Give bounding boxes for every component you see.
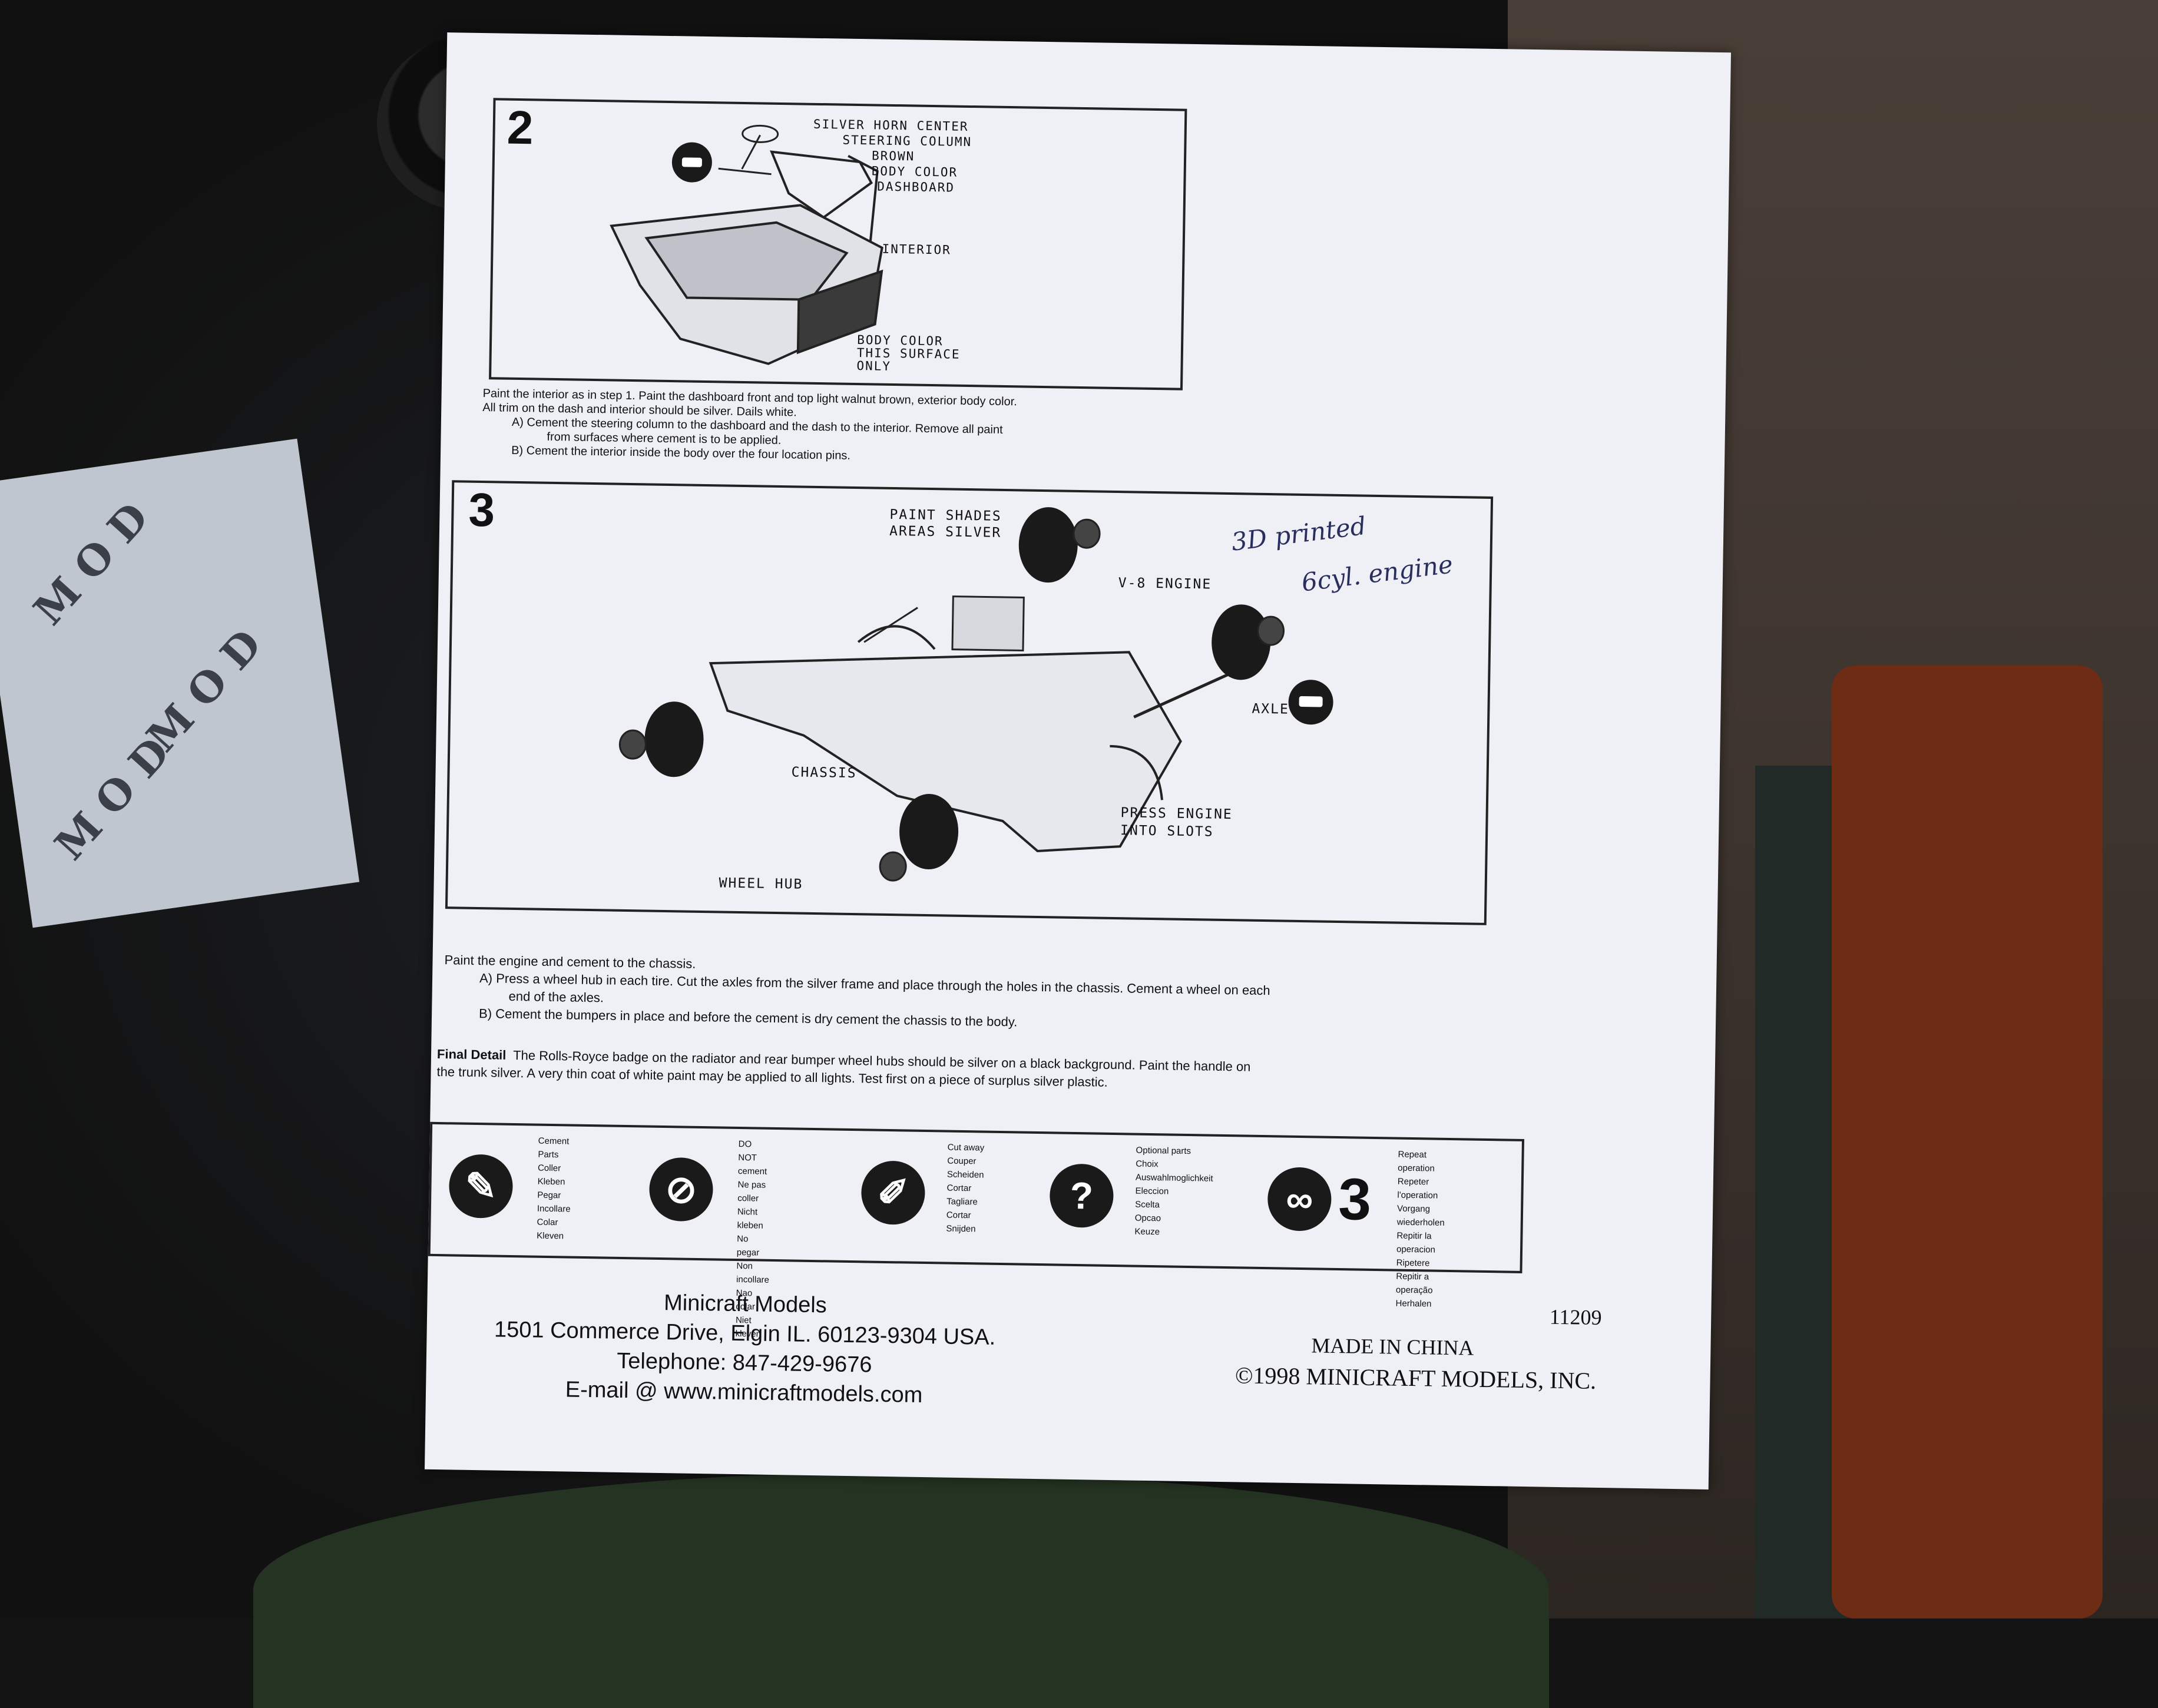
paper-print: M O D <box>137 620 272 762</box>
paper-print: M O D <box>24 493 158 634</box>
legend-words: Optional parts Choix Auswahlmoglichkeit … <box>1134 1144 1213 1240</box>
callout-steering-column: STEERING COLUMN <box>842 133 972 150</box>
legend-word: Repitir a operação <box>1395 1271 1433 1296</box>
legend-word: Scelta <box>1135 1199 1160 1210</box>
footer-made-in: MADE IN CHINA <box>1311 1333 1474 1360</box>
paper-print: M O D <box>45 728 180 869</box>
step2-panel: 2 SILVER HORN CENTER STEERING COLUMN <box>489 98 1187 390</box>
repeat-number: 3 <box>1338 1166 1372 1233</box>
footer-copyright: ©1998 MINICRAFT MODELS, INC. <box>1234 1362 1597 1394</box>
legend-word: Eleccion <box>1135 1186 1169 1197</box>
legend-word: Herhalen <box>1395 1298 1432 1309</box>
footer-email: E-mail @ www.minicraftmodels.com <box>565 1377 923 1408</box>
legend-word: Auswahlmoglichkeit <box>1135 1172 1213 1184</box>
legend-word: Snijden <box>946 1223 976 1234</box>
wheel-hub-drawing <box>618 518 1285 882</box>
step3-illustration <box>618 507 1333 882</box>
legend-word: Nicht kleben <box>737 1207 763 1231</box>
footer-address: 1501 Commerce Drive, Elgin IL. 60123-930… <box>494 1317 996 1350</box>
callout-press-engine: PRESS ENGINE <box>1120 805 1233 823</box>
callout-interior: INTERIOR <box>882 241 951 257</box>
legend-word: Keuze <box>1134 1226 1160 1237</box>
engine-drawing <box>863 595 1025 652</box>
footer-company: Minicraft Models <box>663 1290 828 1318</box>
legend-word: Coller <box>537 1163 561 1174</box>
callout-dashboard: DASHBOARD <box>877 179 955 195</box>
callout-axle: AXLE <box>1252 701 1290 717</box>
legend-word: Cement Parts <box>538 1136 570 1160</box>
symbol-legend: ✎ Cement Parts Coller Kleben Pegar Incol… <box>428 1121 1525 1339</box>
axle-drawing <box>1133 670 1236 719</box>
legend-word: Ripetere <box>1396 1257 1430 1269</box>
cement-tube-icon: ✎ <box>448 1154 514 1219</box>
callout-only: ONLY <box>856 359 892 373</box>
dashboard-drawing <box>770 150 879 242</box>
callout-chassis: CHASSIS <box>791 764 857 782</box>
callout-into-slots: INTO SLOTS <box>1120 823 1214 840</box>
callout-paint-shades: PAINT SHADES <box>889 507 1002 524</box>
legend-word: Colar <box>537 1217 558 1228</box>
legend-word: Cortar <box>946 1210 971 1221</box>
callout-brown: BROWN <box>871 148 915 164</box>
legend-word: Cut away <box>947 1142 985 1153</box>
legend-word: Repeat operation <box>1398 1149 1435 1174</box>
legend-word: Repeter l'operation <box>1397 1176 1438 1201</box>
repeat-icon: ∞ <box>1267 1167 1332 1232</box>
callout-v8-engine: V-8 ENGINE <box>1118 575 1212 592</box>
legend-words: Cut away Couper Scheiden Cortar Tagliare… <box>946 1141 984 1236</box>
legend-word: Scheiden <box>946 1169 984 1180</box>
legend-word: DO NOT cement <box>737 1139 767 1177</box>
footer-phone: Telephone: 847-429-9676 <box>616 1348 872 1378</box>
final-detail-label: Final Detail <box>436 1046 507 1062</box>
legend-word: Incollare <box>537 1203 571 1214</box>
green-fabric <box>253 1472 1549 1708</box>
chassis-drawing <box>709 625 1182 852</box>
legend-word: Opcao <box>1134 1213 1161 1224</box>
legend-word: Repitir la operacion <box>1396 1230 1436 1255</box>
legend-words: Repeat operation Repeter l'operation Vor… <box>1395 1148 1445 1311</box>
legend-word: Ne pas coller <box>737 1180 766 1204</box>
knife-icon: ✐ <box>860 1160 926 1226</box>
legend-word: Pegar <box>537 1190 561 1201</box>
wheel-drawing <box>644 507 1271 870</box>
step2-text: Paint the interior as in step 1. Paint t… <box>482 386 1213 468</box>
callout-wheel-hub: WHEEL HUB <box>719 875 803 892</box>
step3-text: Paint the engine and cement to the chass… <box>443 951 1505 1038</box>
legend-word: Optional parts <box>1136 1145 1191 1157</box>
question-icon: ? <box>1049 1163 1114 1229</box>
legend-word: Non incollare <box>736 1261 770 1285</box>
footer-part-number: 11209 <box>1549 1305 1602 1330</box>
callout-body-color: BODY COLOR <box>871 164 958 180</box>
legend-words: Cement Parts Coller Kleben Pegar Incolla… <box>537 1134 572 1243</box>
legend-word: Choix <box>1136 1158 1159 1170</box>
steering-wheel-drawing <box>718 124 779 176</box>
cement-tube-icon <box>671 142 712 183</box>
legend-word: No pegar <box>736 1234 760 1258</box>
legend-word: Cortar <box>946 1183 972 1194</box>
legend-word: Vorgang wiederholen <box>1396 1203 1445 1228</box>
paper-stack: M O D M O D M O D <box>0 438 360 928</box>
step3-panel: 3 <box>445 480 1494 925</box>
legend-word: Couper <box>947 1156 977 1167</box>
step2-illustration <box>610 124 883 365</box>
callout-areas-silver: AREAS SILVER <box>889 523 1002 541</box>
cement-tube-icon <box>1288 680 1333 725</box>
instruction-sheet: 2 SILVER HORN CENTER STEERING COLUMN <box>424 32 1732 1489</box>
final-detail-text: Final Detail The Rolls-Royce badge on th… <box>436 1045 1509 1098</box>
callout-silver-horn-center: SILVER HORN CENTER <box>813 117 969 134</box>
wooden-chair-arm <box>1832 666 2103 1618</box>
no-cement-icon: ⊘ <box>648 1157 714 1222</box>
legend-word: Kleben <box>537 1176 565 1187</box>
legend-word: Kleven <box>537 1230 564 1242</box>
interior-drawing <box>610 204 883 365</box>
legend-word: Tagliare <box>946 1196 978 1207</box>
